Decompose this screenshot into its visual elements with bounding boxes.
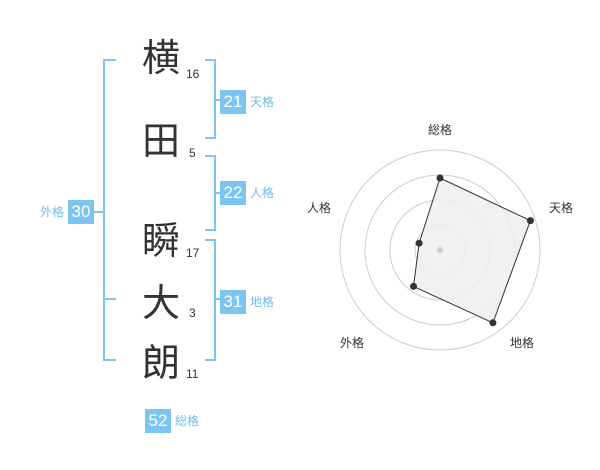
chikaku-badge: 31 地格 [220,290,274,314]
radar-point-4 [415,239,423,247]
radar-axis-label-soukaku: 総格 [428,123,453,137]
jinkaku-label: 人格 [250,186,275,200]
stroke-count-1: 16 [186,67,200,81]
radar-data-polygon [412,177,532,324]
radar-point-3 [410,282,417,290]
chikaku-value: 31 [220,290,246,314]
stroke-count-2: 5 [189,146,196,160]
tenkaku-badge: 21 天格 [220,90,274,114]
tenkaku-label: 天格 [250,95,275,109]
radar-point-2 [489,319,497,327]
radar-axis-label-tenkaku: 天格 [549,201,574,215]
chikaku-label: 地格 [250,295,275,309]
name-char-5: 朗 [141,341,180,385]
name-char-2: 田 [141,119,180,163]
radar-center-dot [437,247,443,253]
radar-axis-label-jinkaku: 人格 [307,201,332,215]
gaikaku-badge: 30 外格 [40,200,95,224]
name-char-3: 瞬 [141,219,180,263]
radar-grid-ring [339,149,541,351]
gaikaku-bracket [103,59,116,361]
soukaku-label: 総格 [175,414,200,428]
radar-axis-label-gaikaku: 外格 [340,336,365,350]
radar-point-1 [526,217,534,225]
jinkaku-badge: 22 人格 [220,181,274,205]
name-char-1: 横 [141,36,180,80]
stroke-count-3: 17 [186,246,200,260]
name-char-4: 大 [141,281,180,325]
soukaku-value: 52 [145,409,171,433]
jinkaku-value: 22 [220,181,246,205]
soukaku-badge: 52 総格 [145,409,199,433]
radar-axis-label-chikaku: 地格 [510,336,535,350]
tenkaku-value: 21 [220,90,246,114]
stroke-count-4: 3 [189,306,196,320]
radar-point-0 [436,174,444,182]
gaikaku-value: 30 [68,200,95,224]
stroke-count-5: 11 [186,367,199,381]
gaikaku-label: 外格 [40,205,65,219]
